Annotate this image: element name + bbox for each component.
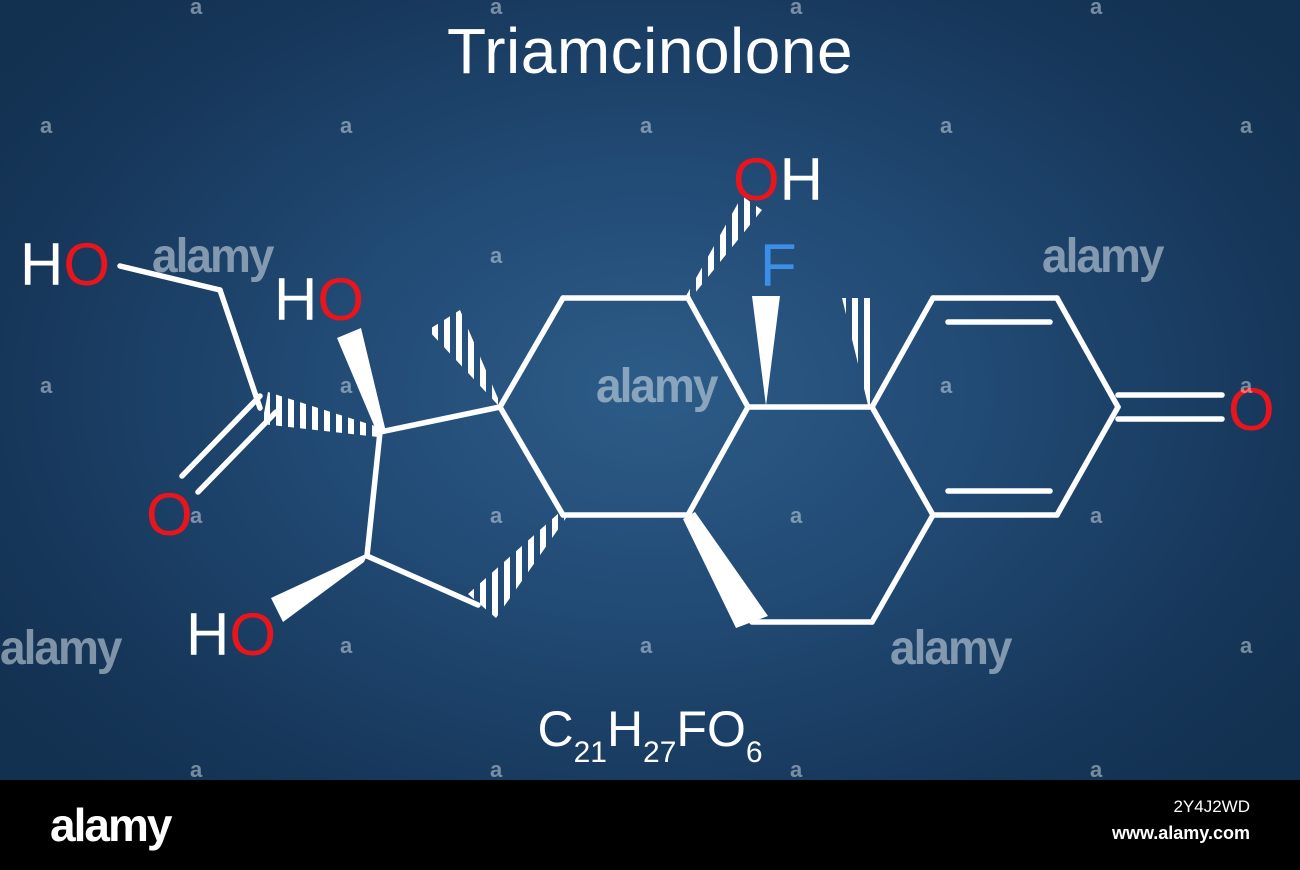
watermark-dot: a [490,0,503,19]
watermark-dot: a [640,633,653,658]
footer-image-info: 2Y4J2WD www.alamy.com [1112,794,1250,846]
watermark-dot: a [490,243,503,268]
formula-fluorine-oxygen: FO [676,701,746,757]
structural-formula: OH F HO HO HO O O [20,146,1275,668]
watermark-dot: a [790,757,803,780]
atom-ho-hydroxymethyl: HO [20,231,110,298]
watermark-dot: a [490,503,503,528]
site-link[interactable]: www.alamy.com [1111,823,1250,843]
molecular-formula: C21H27FO6 [0,700,1300,770]
formula-carbon: C [537,701,574,757]
watermark-dot: a [40,373,53,398]
watermark-dot: a [1240,373,1253,398]
watermark-dot: a [1090,757,1103,780]
watermark-dot: a [340,633,353,658]
watermark-dot: a [1090,0,1103,19]
watermark: alamy [1042,227,1164,283]
watermark-dot: a [490,757,503,780]
formula-oxygen-count: 6 [745,736,763,769]
atom-o-ketone-c3: O [1228,376,1275,443]
watermark-dot: a [940,373,953,398]
watermark-dot: a [790,503,803,528]
watermark-dot: a [190,0,203,19]
footer-logo[interactable]: alamy [50,799,172,851]
watermark: alamy [152,227,274,283]
atom-oh-top: OH [733,146,823,213]
hashed-bonds [262,196,876,618]
watermark-dot: a [1240,113,1253,138]
atom-fluorine: F [760,232,797,299]
watermark-dot: a [190,757,203,780]
watermark-dot: a [190,503,203,528]
atom-labels: OH F HO HO HO O O [20,146,1275,668]
molecule-title: Triamcinolone [446,15,854,87]
atom-o-ketone-c20: O [146,481,193,548]
watermark: alamy [890,619,1012,675]
watermark: alamy [596,357,718,413]
formula-carbon-count: 21 [573,736,607,769]
formula-hydrogen-count: 27 [643,736,677,769]
atom-ho-c16: HO [186,601,276,668]
watermark-dot: a [640,113,653,138]
wedge-bonds [271,296,780,628]
watermark-dot: a [40,113,53,138]
image-id: 2Y4J2WD [1173,797,1250,816]
structure-panel: Triamcinolone [0,0,1300,780]
watermark-dot: a [340,113,353,138]
formula-hydrogen: H [606,701,644,757]
watermark-dot: a [1090,503,1103,528]
watermark-dot: a [790,0,803,19]
atom-ho-c17: HO [274,266,364,333]
watermark: alamy [0,619,122,675]
bond-lines [117,263,1225,625]
watermark-dot: a [940,113,953,138]
watermark-dot: a [340,373,353,398]
watermark-dot: a [1240,633,1253,658]
footer-bar: alamy 2Y4J2WD www.alamy.com [0,780,1300,870]
